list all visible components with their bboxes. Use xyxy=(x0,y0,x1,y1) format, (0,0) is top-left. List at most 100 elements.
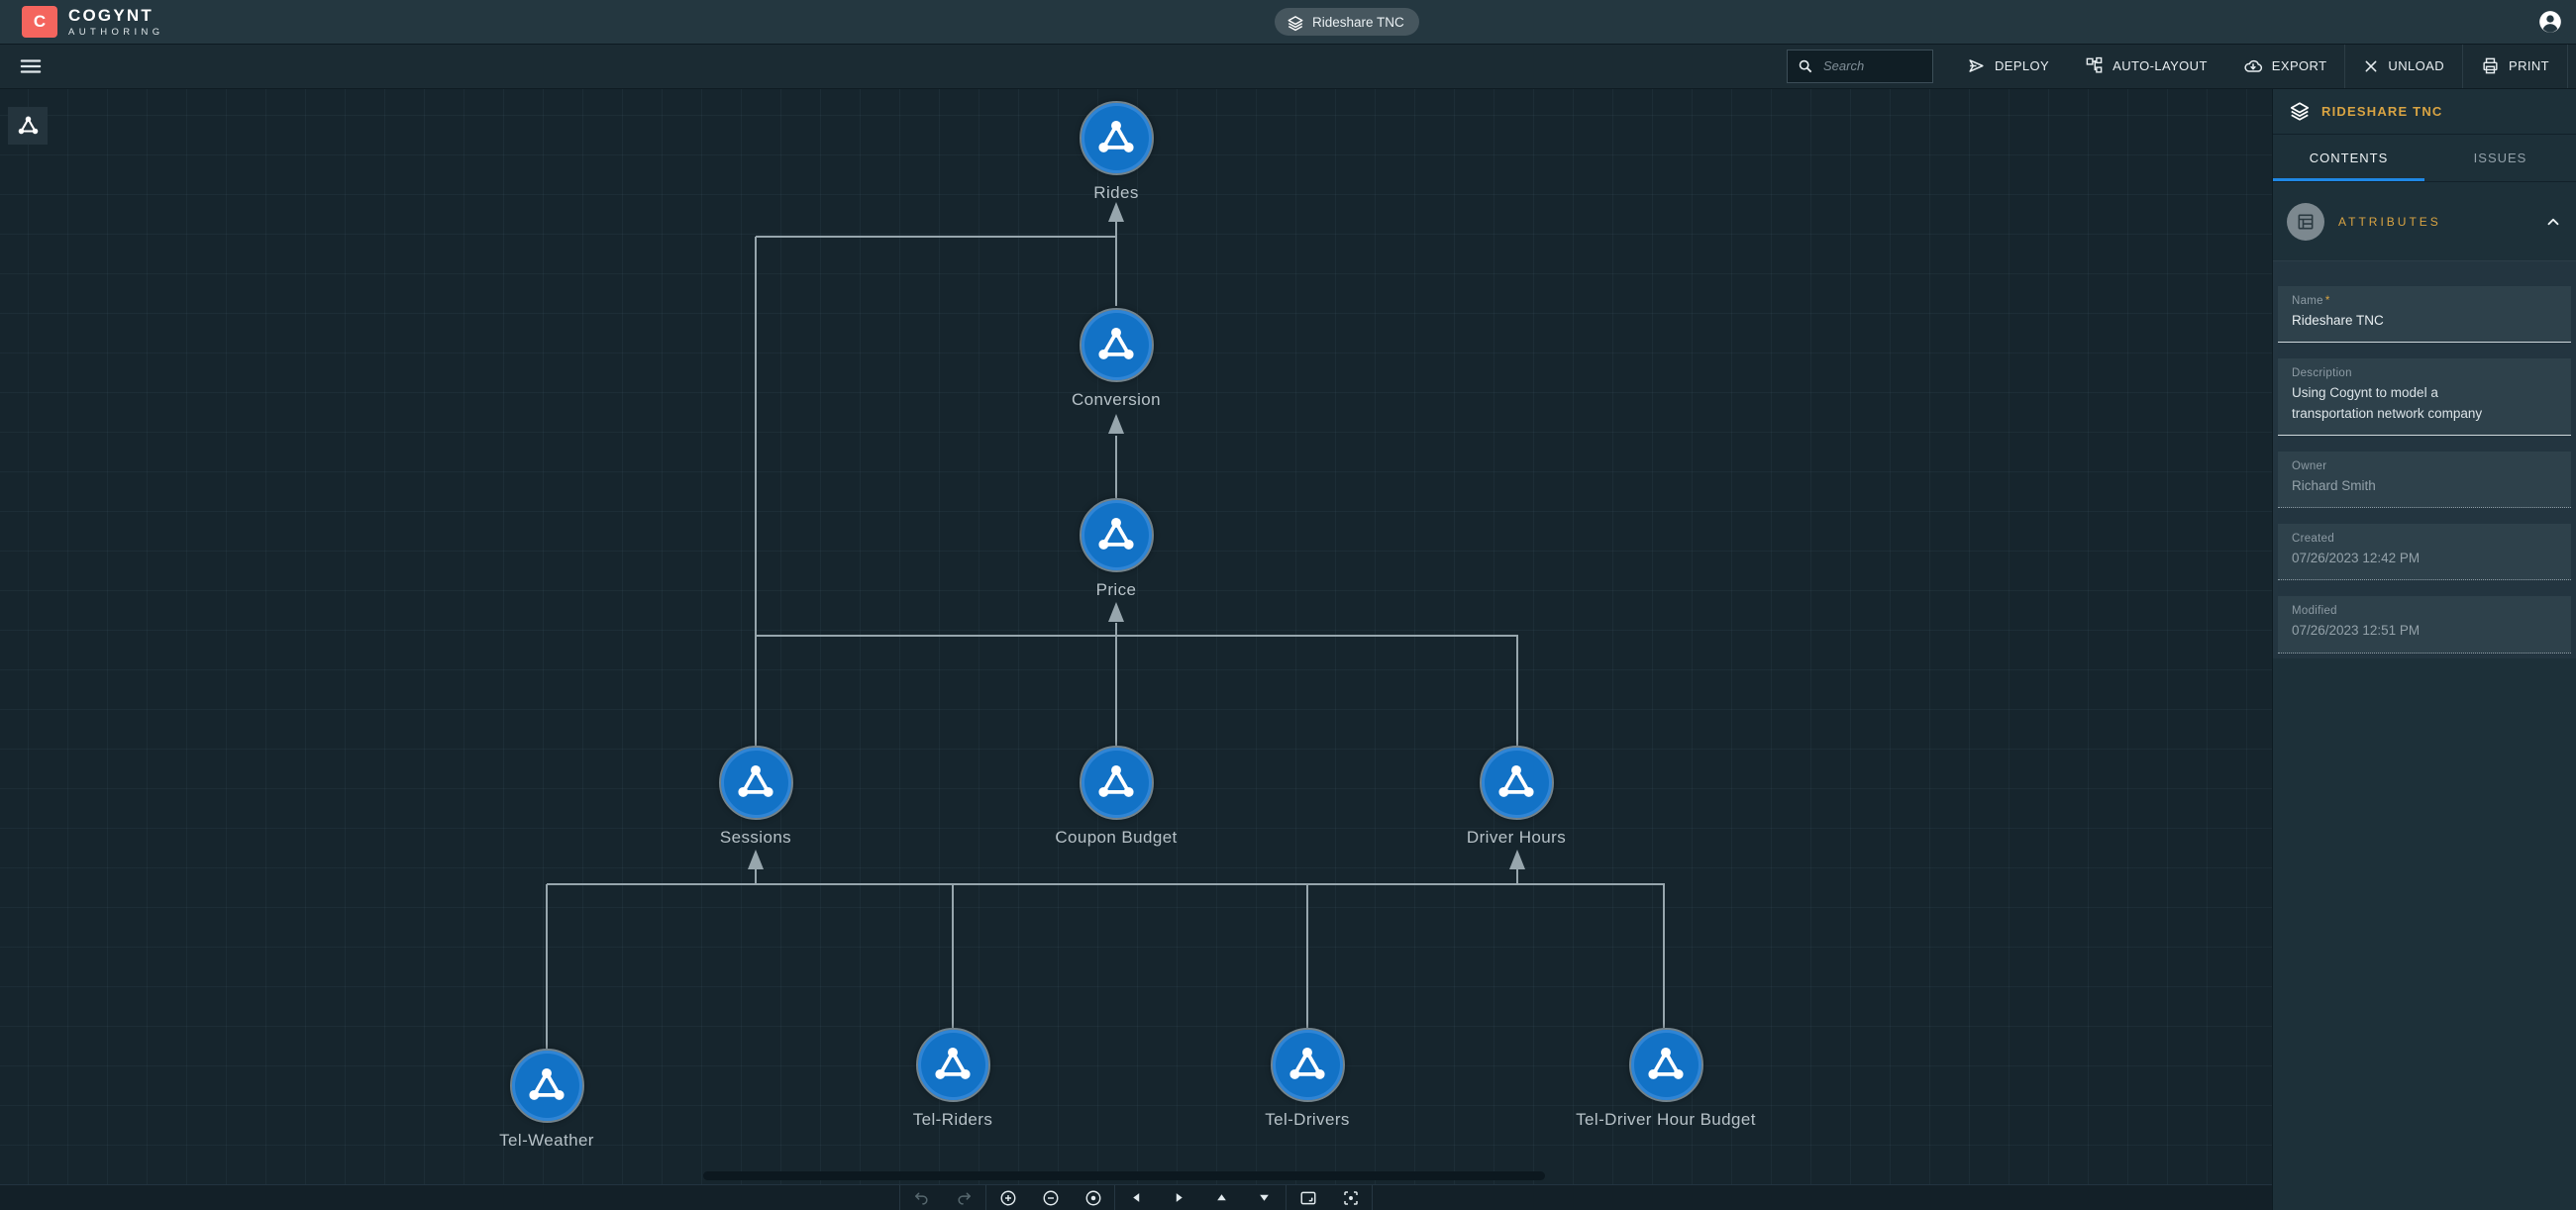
print-button[interactable]: PRINT xyxy=(2463,44,2567,88)
field-label: Description xyxy=(2292,367,2352,380)
node-price[interactable] xyxy=(1079,497,1154,572)
node-sessions[interactable] xyxy=(718,745,793,820)
palette-pattern-tile[interactable] xyxy=(8,107,48,145)
tab-issues[interactable]: ISSUES xyxy=(2473,151,2527,165)
node-label: Coupon Budget xyxy=(1055,828,1178,847)
deploy-button[interactable]: DEPLOY xyxy=(1949,44,2067,88)
edge-segment[interactable] xyxy=(756,236,1117,238)
pan-right-icon xyxy=(1173,1191,1185,1204)
toolbar-divider xyxy=(899,1185,900,1210)
fit-view-button[interactable] xyxy=(1287,1185,1329,1210)
attributes-section-header[interactable]: ATTRIBUTES xyxy=(2273,182,2576,260)
brand-block: COGYNT AUTHORING xyxy=(68,7,164,38)
auto-layout-button[interactable]: AUTO-LAYOUT xyxy=(2067,44,2225,88)
edge-segment[interactable] xyxy=(755,868,757,884)
chevron-up-icon[interactable] xyxy=(2544,213,2562,231)
edge-segment[interactable] xyxy=(1516,636,1518,746)
node-tel-driver-hour-budget[interactable] xyxy=(1628,1027,1703,1102)
field-modified: Modified 07/26/2023 12:51 PM xyxy=(2278,596,2571,654)
field-value: 07/26/2023 12:51 PM xyxy=(2292,623,2421,639)
pan-up-button[interactable] xyxy=(1200,1185,1243,1210)
layers-icon xyxy=(1287,13,1304,32)
edge-arrow[interactable] xyxy=(1108,202,1124,222)
field-name[interactable]: Name*Rideshare TNC xyxy=(2278,286,2571,344)
required-asterisk: * xyxy=(2324,295,2330,307)
deploy-label: DEPLOY xyxy=(1994,58,2050,73)
app-header: C COGYNT AUTHORING Rideshare TNC xyxy=(0,0,2576,45)
undo-button xyxy=(900,1185,943,1210)
edge-arrow[interactable] xyxy=(1108,602,1124,622)
edge-segment[interactable] xyxy=(1115,623,1117,746)
edge-segment[interactable] xyxy=(756,635,1518,637)
edge-segment[interactable] xyxy=(1306,884,1308,1028)
edge-arrow[interactable] xyxy=(1108,414,1124,434)
toolbar-divider xyxy=(1114,1185,1115,1210)
pan-right-button[interactable] xyxy=(1158,1185,1200,1210)
edge-arrow[interactable] xyxy=(748,850,764,869)
node-driver-hours[interactable] xyxy=(1479,745,1554,820)
search-box xyxy=(1786,49,1933,83)
node-label: Price xyxy=(1095,580,1137,599)
horizontal-scrollbar-thumb[interactable] xyxy=(703,1171,1545,1180)
panel-title: RIDESHARE TNC xyxy=(2321,104,2443,119)
unload-label: UNLOAD xyxy=(2388,58,2444,73)
edge-segment[interactable] xyxy=(1115,436,1117,498)
node-label: Rides xyxy=(1093,183,1139,202)
pattern-node-icon xyxy=(1094,118,1138,157)
edge-segment[interactable] xyxy=(755,237,757,746)
field-label: Created xyxy=(2292,533,2335,545)
undo-icon xyxy=(913,1189,930,1206)
zoom-in-button[interactable] xyxy=(986,1185,1029,1210)
zoom-reset-button[interactable] xyxy=(1072,1185,1114,1210)
edge-segment[interactable] xyxy=(547,883,1665,885)
node-rides[interactable] xyxy=(1079,100,1154,175)
pan-left-button[interactable] xyxy=(1115,1185,1158,1210)
pan-down-button[interactable] xyxy=(1243,1185,1286,1210)
menu-button[interactable] xyxy=(20,57,42,75)
pattern-node-icon xyxy=(16,115,41,137)
node-label: Sessions xyxy=(719,828,792,847)
redo-icon xyxy=(956,1189,973,1206)
account-icon xyxy=(2537,9,2563,35)
export-button[interactable]: EXPORT xyxy=(2225,44,2345,88)
search-input[interactable] xyxy=(1820,57,1922,74)
node-tel-weather[interactable] xyxy=(509,1048,584,1123)
pattern-node-icon xyxy=(525,1065,568,1105)
hamburger-icon xyxy=(20,57,42,75)
node-label: Tel-Weather xyxy=(499,1131,594,1150)
zoom-out-button[interactable] xyxy=(1029,1185,1072,1210)
edge-segment[interactable] xyxy=(1115,220,1117,306)
edge-segment[interactable] xyxy=(1663,884,1665,1028)
field-label: Modified xyxy=(2292,605,2337,618)
center-focus-button[interactable] xyxy=(1329,1185,1372,1210)
edge-arrow[interactable] xyxy=(1509,850,1525,869)
panel-header: RIDESHARE TNC xyxy=(2273,89,2576,135)
unload-button[interactable]: UNLOAD xyxy=(2345,44,2462,88)
account-button[interactable] xyxy=(2537,9,2563,35)
pattern-node-icon xyxy=(1094,325,1138,364)
node-label: Driver Hours xyxy=(1466,828,1567,847)
bottom-toolbar-buttons xyxy=(899,1185,1373,1210)
pattern-node-icon xyxy=(1644,1045,1688,1084)
pattern-node-icon xyxy=(1094,515,1138,555)
edge-segment[interactable] xyxy=(952,884,954,1028)
edge-segment[interactable] xyxy=(546,884,548,1049)
unload-icon xyxy=(2363,58,2379,74)
toolbar-divider xyxy=(2462,44,2463,88)
node-conversion[interactable] xyxy=(1079,307,1154,382)
field-label: Name* xyxy=(2292,295,2330,307)
node-tel-drivers[interactable] xyxy=(1270,1027,1345,1102)
pattern-node-icon xyxy=(1094,762,1138,802)
model-chip[interactable]: Rideshare TNC xyxy=(1275,8,1419,36)
node-coupon-budget[interactable] xyxy=(1079,745,1154,820)
edge-segment[interactable] xyxy=(1516,868,1518,884)
search-icon xyxy=(1798,58,1813,74)
node-tel-riders[interactable] xyxy=(915,1027,990,1102)
tab-contents[interactable]: CONTENTS xyxy=(2273,135,2424,181)
